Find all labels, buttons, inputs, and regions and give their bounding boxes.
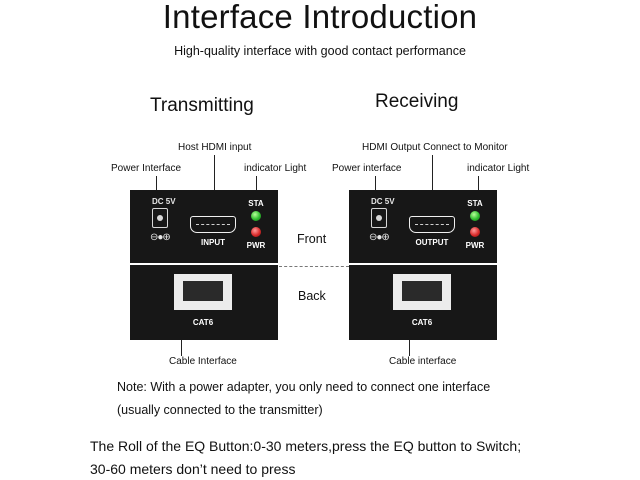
note-line-1: Note: With a power adapter, you only nee… [117,380,491,394]
rx-indicator-callout: indicator Light [467,163,530,174]
tx-sta-led-icon [251,211,261,221]
back-label: Back [298,289,326,303]
transmitting-heading: Transmitting [150,95,254,116]
page-title: Interface Introduction [162,0,478,35]
tx-power-jack [152,208,168,228]
front-label: Front [297,232,327,246]
tx-power-callout: Power Interface [111,163,182,174]
tx-pwr-label: PWR [246,241,266,250]
eq-line-1: The Roll of the EQ Button:0-30 meters,pr… [90,438,522,454]
receiver-device: DC 5V ⊖●⊕ OUTPUT STA PWR CAT6 [349,190,497,340]
page-subtitle: High-quality interface with good contact… [174,44,466,58]
tx-power-leader [156,176,157,192]
receiving-heading: Receiving [375,91,459,112]
tx-hdmi-label: INPUT [201,238,225,247]
tx-rj45-port [174,274,232,310]
tx-rj45-socket [183,281,223,301]
rx-power-leader [375,176,376,192]
rx-indicator-leader [478,176,479,196]
rx-pwr-label: PWR [465,241,485,250]
rx-rj45-socket [402,281,442,301]
rx-sta-led-icon [470,211,480,221]
tx-front-back-divider [130,263,278,265]
rx-hdmi-port [409,216,455,233]
rx-polarity-icon: ⊖●⊕ [369,232,390,243]
rx-hdmi-callout: HDMI Output Connect to Monitor [362,142,508,153]
rx-power-callout: Power interface [332,163,402,174]
transmitter-device: DC 5V ⊖●⊕ INPUT STA PWR CAT6 [130,190,278,340]
tx-cable-leader [181,340,182,356]
rx-cat6-label: CAT6 [411,318,433,327]
tx-polarity-icon: ⊖●⊕ [150,232,171,243]
front-back-dashed-line [279,266,349,267]
rx-dc-label: DC 5V [371,197,395,206]
rx-cable-callout: Cable interface [389,356,457,367]
tx-dc-label: DC 5V [152,197,176,206]
tx-hdmi-port [190,216,236,233]
tx-sta-label: STA [248,199,264,208]
rx-cable-leader [409,340,410,356]
rx-rj45-port [393,274,451,310]
rx-hdmi-label: OUTPUT [415,238,449,247]
rx-sta-label: STA [467,199,483,208]
rx-front-back-divider [349,263,497,265]
tx-indicator-callout: indicator Light [244,163,307,174]
tx-hdmi-leader [214,155,215,195]
rx-power-jack [371,208,387,228]
eq-line-2: 30-60 meters don’t need to press [90,461,296,477]
tx-cable-callout: Cable Interface [169,356,237,367]
tx-pwr-led-icon [251,227,261,237]
note-line-2: (usually connected to the transmitter) [117,403,323,417]
rx-hdmi-leader [432,155,433,195]
tx-hdmi-callout: Host HDMI input [178,142,252,153]
tx-cat6-label: CAT6 [192,318,214,327]
rx-pwr-led-icon [470,227,480,237]
tx-indicator-leader [256,176,257,196]
